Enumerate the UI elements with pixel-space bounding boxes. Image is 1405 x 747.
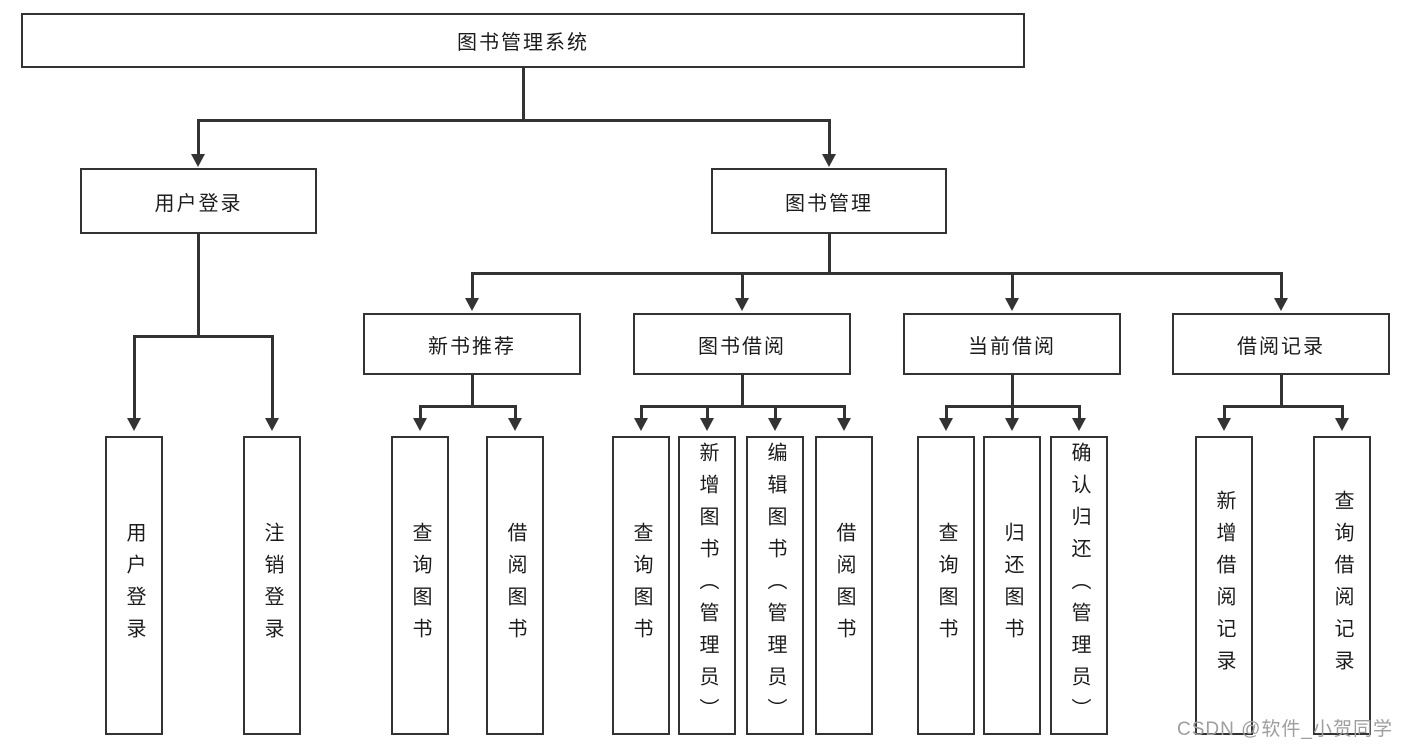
csdn-watermark: CSDN @软件_小贺同学 — [1177, 719, 1393, 740]
connector-vline — [471, 375, 474, 405]
connector-vline — [1078, 405, 1081, 418]
connector-vline — [1223, 405, 1226, 418]
connector-vline — [1011, 272, 1014, 298]
connector-vline — [133, 335, 136, 418]
arrow-down-icon — [837, 418, 851, 431]
connector-vline — [197, 119, 200, 154]
arrow-down-icon — [1072, 418, 1086, 431]
leaf-borrow-books-2: 借阅图书 — [815, 436, 873, 735]
node-current-borrowing: 当前借阅 — [903, 313, 1121, 375]
leaf-query-books-2: 查询图书 — [612, 436, 670, 735]
arrow-down-icon — [735, 298, 749, 311]
connector-vline — [828, 234, 831, 272]
connector-vline — [271, 335, 274, 418]
leaf-confirm-return-admin: 确认归还（管理员） — [1050, 436, 1108, 735]
connector-vline — [1011, 405, 1014, 418]
connector-vline — [741, 375, 744, 405]
connector-hline — [133, 335, 273, 338]
leaf-query-books-3: 查询图书 — [917, 436, 975, 735]
leaf-query-books: 查询图书 — [391, 436, 449, 735]
leaf-edit-books-admin: 编辑图书（管理员） — [746, 436, 804, 735]
arrow-down-icon — [191, 154, 205, 167]
connector-vline — [522, 68, 525, 119]
arrow-down-icon — [465, 298, 479, 311]
connector-vline — [945, 405, 948, 418]
connector-vline — [1280, 375, 1283, 405]
connector-vline — [419, 405, 422, 418]
connector-vline — [640, 405, 643, 418]
node-borrowing-records: 借阅记录 — [1172, 313, 1390, 375]
connector-vline — [1011, 375, 1014, 405]
connector-vline — [1341, 405, 1344, 418]
connector-vline — [1280, 272, 1283, 298]
arrow-down-icon — [1005, 418, 1019, 431]
leaf-query-borrow-record: 查询借阅记录 — [1313, 436, 1371, 735]
connector-hline — [471, 272, 1282, 275]
connector-vline — [843, 405, 846, 418]
node-book-borrowing: 图书借阅 — [633, 313, 851, 375]
connector-vline — [471, 272, 474, 298]
leaf-add-borrow-record: 新增借阅记录 — [1195, 436, 1253, 735]
connector-vline — [514, 405, 517, 418]
arrow-down-icon — [700, 418, 714, 431]
node-new-book-recommendation: 新书推荐 — [363, 313, 581, 375]
connector-vline — [706, 405, 709, 418]
node-book-management: 图书管理 — [711, 168, 947, 234]
connector-vline — [197, 234, 200, 335]
leaf-logout: 注销登录 — [243, 436, 301, 735]
connector-vline — [741, 272, 744, 298]
arrow-down-icon — [127, 418, 141, 431]
arrow-down-icon — [413, 418, 427, 431]
node-user-login: 用户登录 — [80, 168, 317, 234]
arrow-down-icon — [1335, 418, 1349, 431]
arrow-down-icon — [822, 154, 836, 167]
connector-hline — [197, 119, 831, 122]
leaf-return-books: 归还图书 — [983, 436, 1041, 735]
arrow-down-icon — [1005, 298, 1019, 311]
leaf-user-login: 用户登录 — [105, 436, 163, 735]
arrow-down-icon — [508, 418, 522, 431]
arrow-down-icon — [1274, 298, 1288, 311]
connector-hline — [419, 405, 516, 408]
arrow-down-icon — [768, 418, 782, 431]
connector-hline — [1224, 405, 1343, 408]
connector-vline — [828, 119, 831, 154]
leaf-borrow-books: 借阅图书 — [486, 436, 544, 735]
arrow-down-icon — [1217, 418, 1231, 431]
arrow-down-icon — [265, 418, 279, 431]
node-book-management-system: 图书管理系统 — [21, 13, 1025, 68]
arrow-down-icon — [939, 418, 953, 431]
connector-hline — [640, 405, 845, 408]
arrow-down-icon — [634, 418, 648, 431]
leaf-add-books-admin: 新增图书（管理员） — [678, 436, 736, 735]
connector-vline — [774, 405, 777, 418]
